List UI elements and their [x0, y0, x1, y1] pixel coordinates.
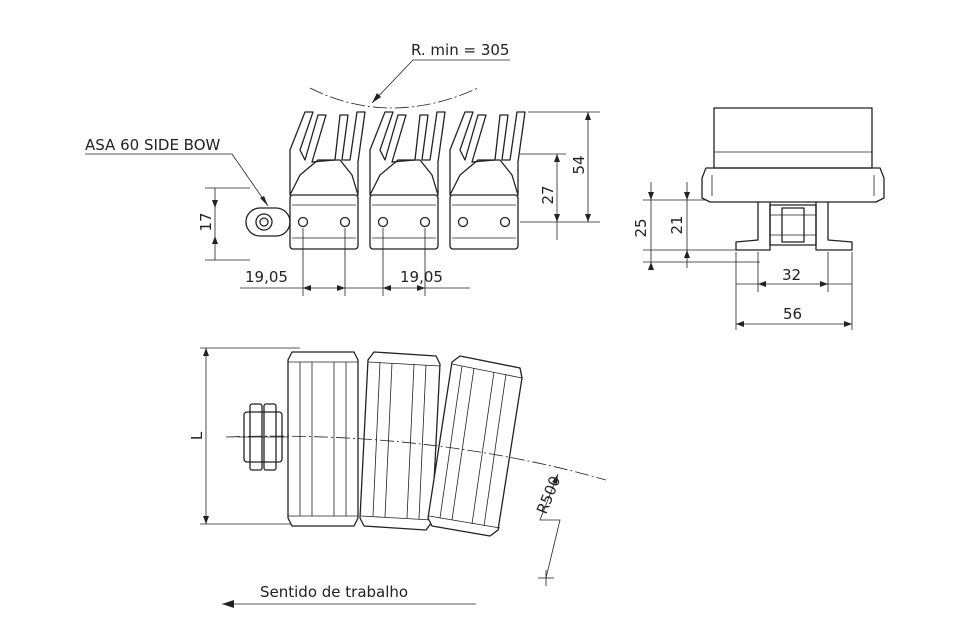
dim-32-label: 32 — [782, 266, 801, 284]
dim-56-label: 56 — [783, 305, 802, 323]
top-module-3 — [427, 355, 523, 537]
dim-54-label: 54 — [570, 155, 588, 174]
radius-min-label: R. min = 305 — [411, 41, 509, 59]
dim-pitch-right-label: 19,05 — [400, 268, 443, 286]
chain-link — [245, 207, 291, 237]
dim-25-label: 25 — [632, 218, 650, 237]
top-view: L — [188, 347, 607, 608]
dim-L-label: L — [188, 431, 206, 440]
dim-27-label: 27 — [539, 185, 557, 204]
centre-curve — [225, 435, 607, 481]
direction-label: Sentido de trabalho — [260, 583, 408, 601]
module-2 — [369, 111, 446, 250]
module-1 — [289, 111, 366, 250]
dim-17-label: 17 — [197, 212, 215, 231]
dim-pitch-left-label: 19,05 — [245, 268, 288, 286]
top-module-1 — [287, 351, 359, 527]
side-bow-leader — [85, 153, 269, 207]
radius-arc — [309, 87, 479, 109]
side-view: R. min = 305 — [85, 41, 600, 296]
top-module-2 — [359, 351, 441, 531]
dim-21-label: 21 — [668, 215, 686, 234]
r500-label: R500 — [533, 474, 564, 517]
r500-leader — [539, 473, 561, 579]
side-bow-label: ASA 60 SIDE BOW — [85, 136, 221, 154]
radius-leader — [371, 59, 510, 104]
front-view: 25 21 32 56 — [632, 107, 885, 330]
module-3 — [449, 111, 526, 250]
chain-link-top — [238, 403, 290, 471]
